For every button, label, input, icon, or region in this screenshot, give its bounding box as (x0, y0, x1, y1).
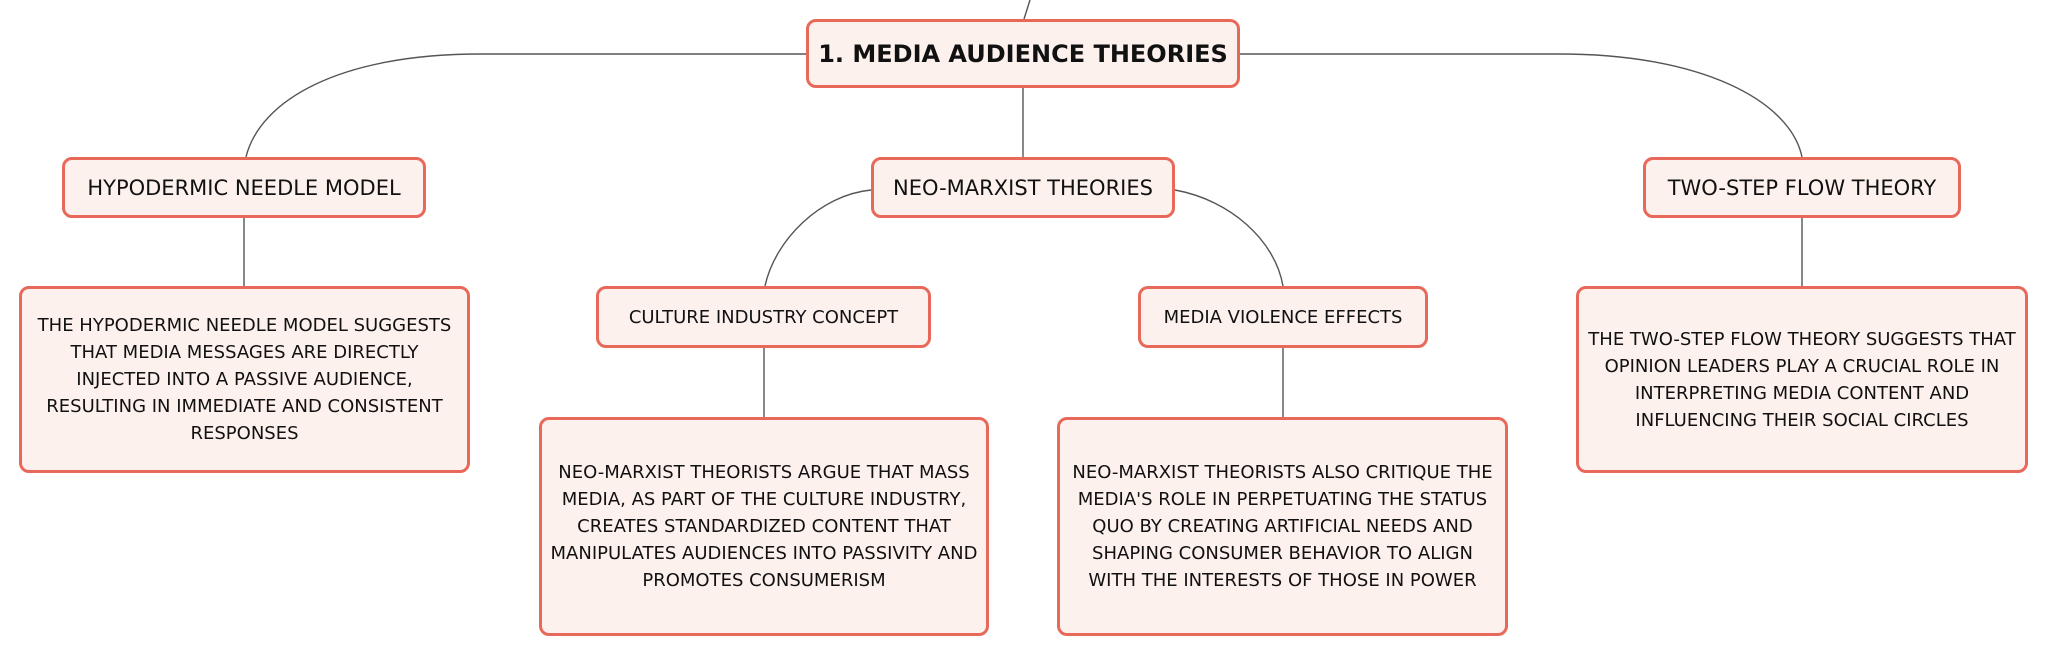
node-culture-industry-description[interactable]: NEO-MARXIST THEORISTS ARGUE THAT MASS ME… (539, 417, 989, 636)
connector-parent-to-root (1023, 0, 1031, 20)
node-label: NEO-MARXIST THEORIES (893, 175, 1153, 200)
node-two-step-flow-theory[interactable]: TWO-STEP FLOW THEORY (1643, 157, 1961, 218)
connector-neo-marxist-to-culture-industry (764, 189, 872, 287)
node-label: HYPODERMIC NEEDLE MODEL (87, 175, 401, 200)
root-node-label: 1. MEDIA AUDIENCE THEORIES (818, 39, 1228, 68)
node-media-violence-description[interactable]: NEO-MARXIST THEORISTS ALSO CRITIQUE THE … (1057, 417, 1508, 636)
node-description-text: NEO-MARXIST THEORISTS ARGUE THAT MASS ME… (550, 462, 978, 591)
node-description-text: THE HYPODERMIC NEEDLE MODEL SUGGESTS THA… (37, 315, 452, 444)
connector-root-to-two-step (1240, 53, 1803, 158)
connector-neo-marxist-to-media-violence (1174, 189, 1284, 287)
node-description-text: THE TWO-STEP FLOW THEORY SUGGESTS THAT O… (1588, 328, 2016, 431)
node-neo-marxist-theories[interactable]: NEO-MARXIST THEORIES (871, 157, 1175, 218)
node-hypodermic-needle-description[interactable]: THE HYPODERMIC NEEDLE MODEL SUGGESTS THA… (19, 286, 470, 473)
node-media-violence-effects[interactable]: MEDIA VIOLENCE EFFECTS (1138, 286, 1428, 348)
node-description-text: NEO-MARXIST THEORISTS ALSO CRITIQUE THE … (1072, 462, 1493, 591)
node-label: CULTURE INDUSTRY CONCEPT (628, 306, 899, 328)
node-label: MEDIA VIOLENCE EFFECTS (1163, 306, 1403, 328)
connector-root-to-hypodermic (245, 53, 806, 158)
root-node-media-audience-theories[interactable]: 1. MEDIA AUDIENCE THEORIES (806, 19, 1240, 88)
node-label: TWO-STEP FLOW THEORY (1667, 175, 1937, 200)
node-culture-industry-concept[interactable]: CULTURE INDUSTRY CONCEPT (596, 286, 931, 348)
node-two-step-flow-description[interactable]: THE TWO-STEP FLOW THEORY SUGGESTS THAT O… (1576, 286, 2028, 473)
node-hypodermic-needle-model[interactable]: HYPODERMIC NEEDLE MODEL (62, 157, 426, 218)
